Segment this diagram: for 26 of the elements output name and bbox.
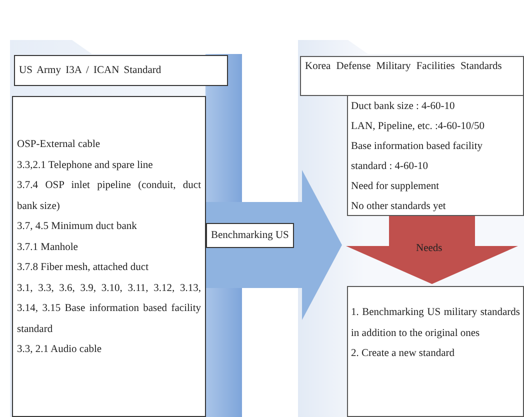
item-text: No other standards yet [351,200,447,214]
item-text: 3.3, 2.1 Audio cable [17,343,103,357]
item-text: OSP-External cable [17,138,102,152]
item-text: 3.3,2.1 Telephone and spare line [17,158,154,172]
edge-label: Needs [416,243,442,254]
item-text: 3.7.1 Manhole [17,240,79,254]
text-box [347,95,524,216]
item-text: 3.1, 3.3, 3.6, 3.9, 3.10, 3.11, 3.12, 3.13, 3.14, 3.15 Base information based facility standard [17,282,201,336]
edge-label: Benchmarking US [206,223,294,248]
item-text: US Army I3A / ICAN Standard [19,64,162,78]
text-box [12,96,206,417]
item-text: Base information based facility standard : 4-60-10 [351,140,484,174]
item-text: 3.7.8 Fiber mesh, attached duct [17,261,150,275]
item-text: Duct bank size : 4-60-10 [351,100,456,114]
block-arrow [206,170,342,320]
item-text: 1. Benchmarking US military standards in addition to the original ones [351,306,520,340]
text-box [300,56,524,96]
item-text: LAN, Pipeline, etc. :4-60-10/50 [351,120,486,134]
text-box [347,286,524,417]
item-text: 3.7.4 OSP inlet pipeline (conduit, duct bank size) [17,179,201,214]
item-text: 2. Create a new standard [351,347,456,361]
text-box [14,55,228,86]
item-text: Need for supplement [351,180,440,194]
item-text: 3.7, 4.5 Minimum duct bank [17,220,138,234]
item-text: Korea Defense Military Facilities Standards [305,60,503,74]
block-arrow [346,216,518,284]
